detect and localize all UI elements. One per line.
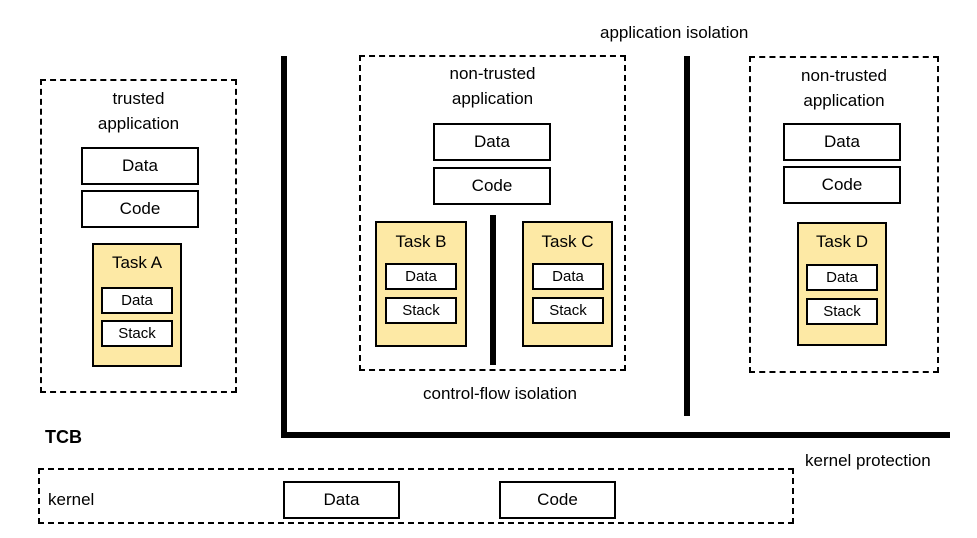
trusted-application-title-line1: trusted	[112, 89, 165, 108]
non-trusted-application-1-title-line2: application	[451, 89, 534, 108]
task-c-data-box: Data	[532, 263, 604, 290]
kernel-protection-barrier	[281, 432, 950, 438]
non-trusted-application-1-container: non-trusted application Data Code Task B…	[359, 55, 626, 371]
task-b-title: Task B	[395, 232, 447, 251]
trusted-code-box: Code	[81, 190, 199, 228]
kernel-protection-label: kernel protection	[805, 451, 931, 470]
task-b-box: Task B Data Stack	[375, 221, 467, 347]
task-b-stack-box: Stack	[385, 297, 457, 324]
task-c-title: Task C	[541, 232, 594, 251]
non-trusted-2-data-box: Data	[783, 123, 901, 161]
non-trusted-application-2-title-line2: application	[803, 91, 885, 110]
application-isolation-barrier-left	[281, 56, 287, 438]
kernel-label: kernel	[48, 490, 95, 509]
non-trusted-application-1-title-line1: non-trusted	[449, 64, 536, 83]
task-d-title: Task D	[816, 232, 868, 251]
non-trusted-application-2-container: non-trusted application Data Code Task D…	[749, 56, 939, 373]
kernel-data-box: Data	[283, 481, 400, 519]
tcb-label: TCB	[45, 427, 82, 447]
task-c-stack-box: Stack	[532, 297, 604, 324]
application-isolation-label: application isolation	[600, 23, 749, 42]
task-a-box: Task A Data Stack	[92, 243, 182, 367]
non-trusted-2-code-box: Code	[783, 166, 901, 204]
task-d-stack-box: Stack	[806, 298, 878, 325]
non-trusted-application-2-title-line1: non-trusted	[801, 66, 887, 85]
task-d-box: Task D Data Stack	[797, 222, 887, 346]
trusted-data-box: Data	[81, 147, 199, 185]
task-c-box: Task C Data Stack	[522, 221, 613, 347]
task-a-data-box: Data	[101, 287, 173, 314]
trusted-application-container: trusted application Data Code Task A Dat…	[40, 79, 237, 393]
non-trusted-1-code-box: Code	[433, 167, 551, 205]
control-flow-isolation-barrier	[490, 215, 496, 365]
non-trusted-1-data-box: Data	[433, 123, 551, 161]
control-flow-isolation-label: control-flow isolation	[423, 384, 578, 403]
task-d-data-box: Data	[806, 264, 878, 291]
task-b-data-box: Data	[385, 263, 457, 290]
trusted-application-title-line2: application	[97, 114, 180, 133]
kernel-code-box: Code	[499, 481, 616, 519]
kernel-container: kernel Data Code	[38, 468, 794, 524]
task-a-stack-box: Stack	[101, 320, 173, 347]
task-a-title: Task A	[111, 253, 163, 272]
application-isolation-barrier-right	[684, 56, 690, 416]
